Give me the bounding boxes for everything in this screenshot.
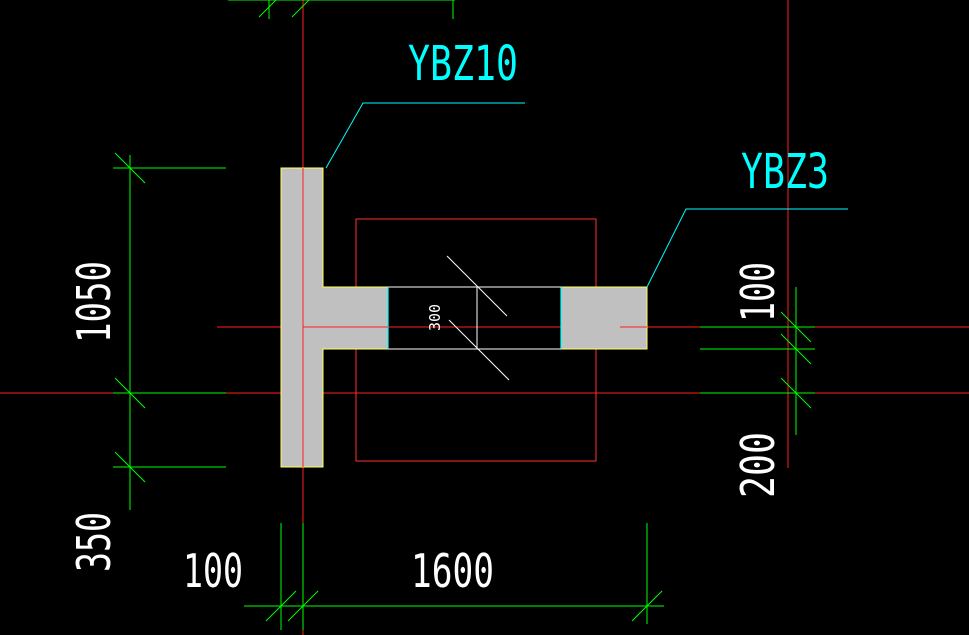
dim-text-bottom-right: 1600 (411, 544, 494, 598)
beam-section-mark-1 (446, 255, 508, 317)
label-ybz3[interactable]: YBZ3 (741, 144, 829, 200)
dim-text-right-bottom: 200 (731, 432, 785, 498)
wall-column-ybz10[interactable] (280, 167, 389, 468)
leader-ybz3 (646, 208, 848, 288)
wall-column-ybz3[interactable] (560, 286, 648, 350)
opening-outline (355, 218, 597, 462)
beam-width-text: 300 (426, 304, 444, 331)
label-ybz10[interactable]: YBZ10 (408, 36, 518, 92)
dim-text-left-bottom: 350 (67, 512, 121, 572)
dim-text-right-top: 100 (731, 262, 785, 322)
coupling-beam[interactable] (388, 255, 561, 381)
leader-ybz10 (325, 102, 525, 169)
beam-section-mark-2 (448, 319, 510, 381)
dim-text-left-top: 1050 (67, 261, 121, 343)
dimension-lines (113, 0, 815, 630)
dim-text-bottom-left: 100 (183, 544, 243, 598)
